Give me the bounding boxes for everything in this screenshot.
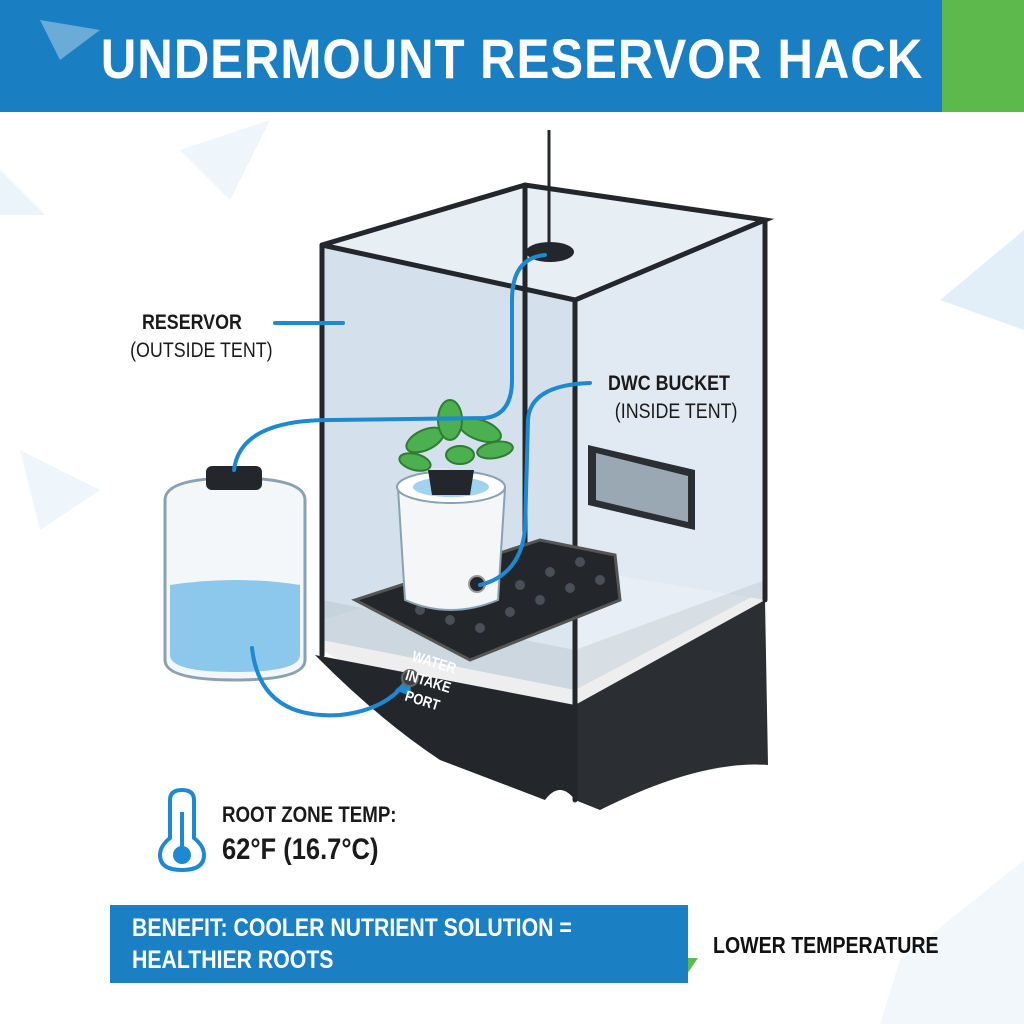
benefit-text: BENEFIT: COOLER NUTRIENT SOLUTION = HEAL… bbox=[132, 914, 572, 974]
water-tubes bbox=[232, 253, 592, 718]
intake-port bbox=[401, 669, 419, 687]
page-title: UNDERMOUNT RESERVOR HACK bbox=[100, 27, 924, 90]
bucket-label-title: DWC BUCKET bbox=[608, 372, 730, 395]
dwc-bucket bbox=[396, 470, 507, 611]
benefit-banner bbox=[110, 905, 688, 983]
reservoir-jug bbox=[163, 466, 307, 682]
temp-value: 62°F (16.7°C) bbox=[222, 833, 379, 866]
header-accent bbox=[942, 0, 1024, 112]
reservoir-label-title: RESERVOR bbox=[142, 311, 242, 334]
bucket-label-subtitle: (INSIDE TENT) bbox=[614, 400, 738, 423]
root-zone-temp: ROOT ZONE TEMP: 62°F (16.7°C) bbox=[222, 800, 397, 870]
temp-label: ROOT ZONE TEMP: bbox=[222, 802, 397, 827]
bucket-label: DWC BUCKET (INSIDE TENT) bbox=[608, 370, 737, 426]
reservoir-label: RESERVOR (OUTSIDE TENT) bbox=[130, 309, 272, 365]
lower-temperature-label: LOWER TEMPERATURE bbox=[713, 932, 939, 958]
grow-tent bbox=[315, 130, 775, 810]
thermometer-icon bbox=[157, 787, 207, 873]
background-triangles bbox=[0, 20, 1024, 1024]
plant-icon bbox=[398, 399, 514, 472]
reservoir-label-subtitle: (OUTSIDE TENT) bbox=[130, 339, 273, 362]
header-bar bbox=[0, 0, 942, 112]
